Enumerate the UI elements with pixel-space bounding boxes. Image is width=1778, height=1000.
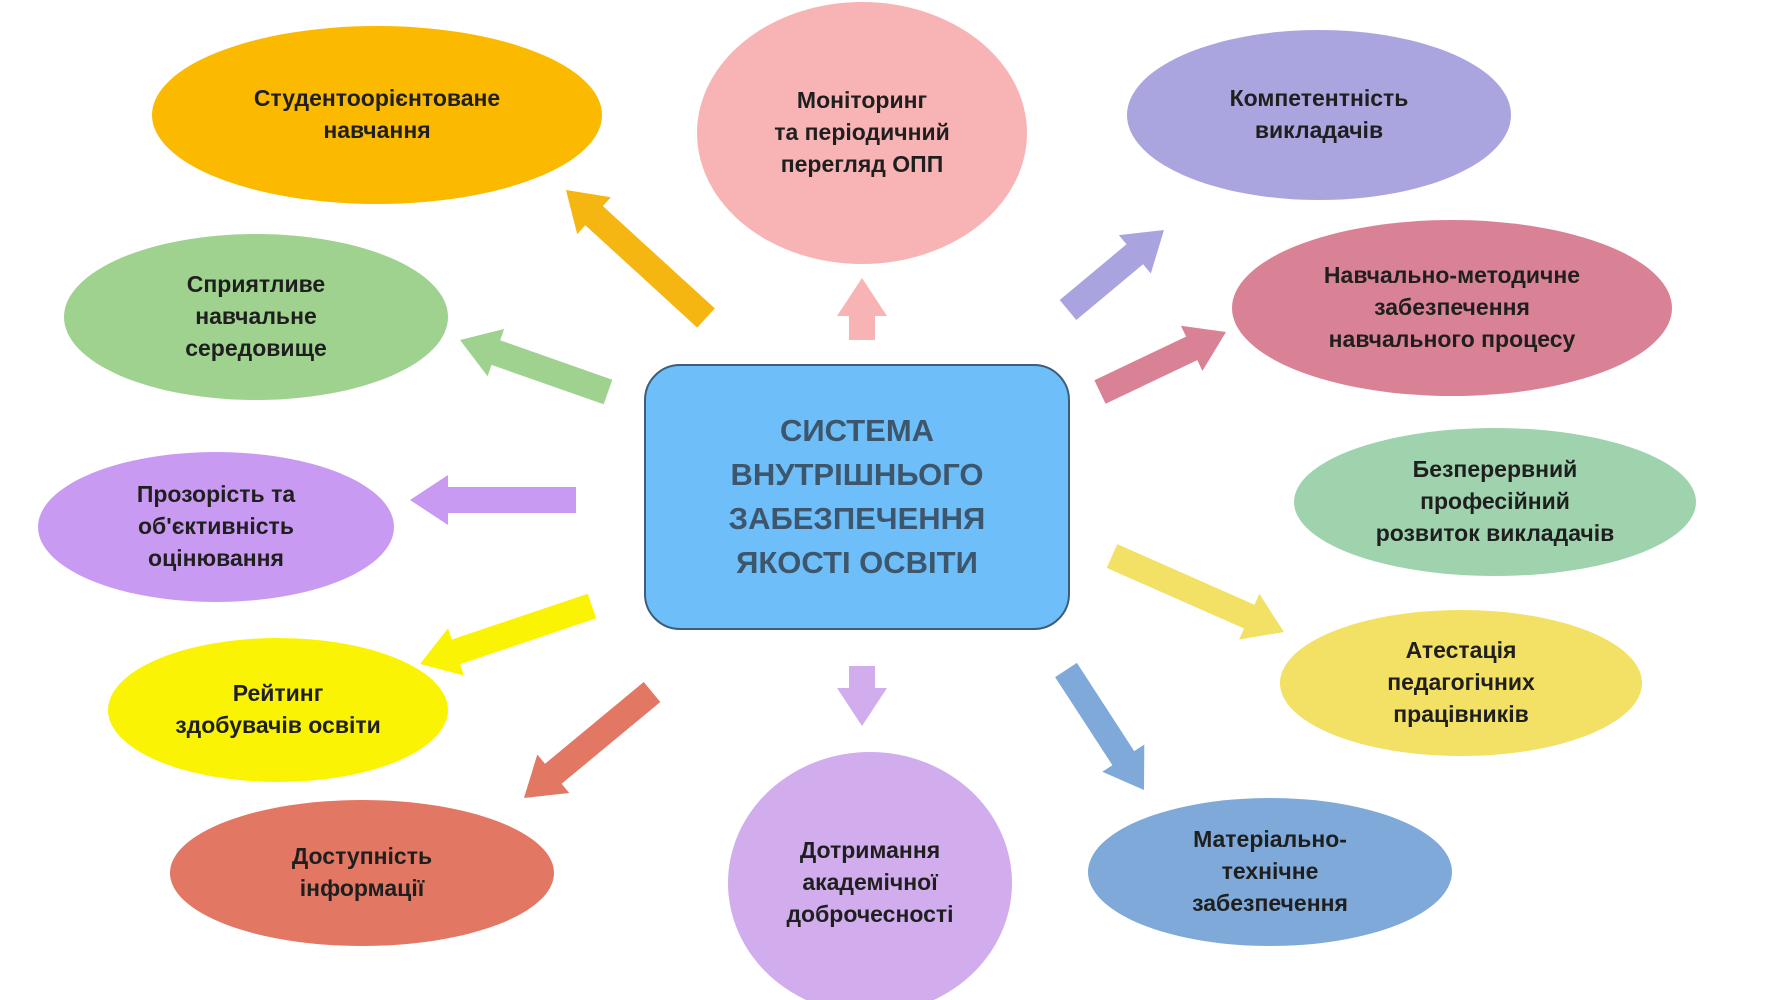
node-information-access: Доступність інформації: [170, 800, 554, 946]
arrow-to-transparency: [410, 475, 576, 525]
arrow-to-monitoring: [837, 278, 887, 340]
node-transparency: Прозорість та об'єктивність оцінювання: [38, 452, 394, 602]
node-academic-integrity: Дотримання академічної доброчесності: [728, 752, 1012, 1000]
node-teacher-competence: Компетентність викладачів: [1127, 30, 1511, 200]
arrow-to-information-access: [524, 682, 661, 798]
node-material-support: Матеріально- технічне забезпечення: [1088, 798, 1452, 946]
arrow-to-rating: [420, 593, 597, 676]
node-monitoring: Моніторинг та періодичний перегляд ОПП: [697, 2, 1027, 264]
arrow-to-methodical-support: [1094, 325, 1226, 404]
node-student-centered: Студентоорієнтоване навчання: [152, 26, 602, 204]
arrow-to-academic-integrity: [837, 666, 887, 726]
arrow-to-teacher-competence: [1059, 230, 1164, 320]
arrow-to-supportive-environment: [460, 329, 613, 405]
node-methodical-support: Навчально-методичне забезпечення навчаль…: [1232, 220, 1672, 396]
node-supportive-environment: Сприятливе навчальне середовище: [64, 234, 448, 400]
node-rating: Рейтинг здобувачів освіти: [108, 638, 448, 782]
node-professional-development: Безперервний професійний розвиток виклад…: [1294, 428, 1696, 576]
arrow-to-attestation: [1106, 544, 1284, 640]
node-attestation: Атестація педагогічних працівників: [1280, 610, 1642, 756]
arrow-to-student-centered: [566, 190, 715, 328]
center-box: СИСТЕМА ВНУТРІШНЬОГО ЗАБЕЗПЕЧЕННЯ ЯКОСТІ…: [644, 364, 1070, 630]
arrow-to-material-support: [1055, 662, 1145, 790]
